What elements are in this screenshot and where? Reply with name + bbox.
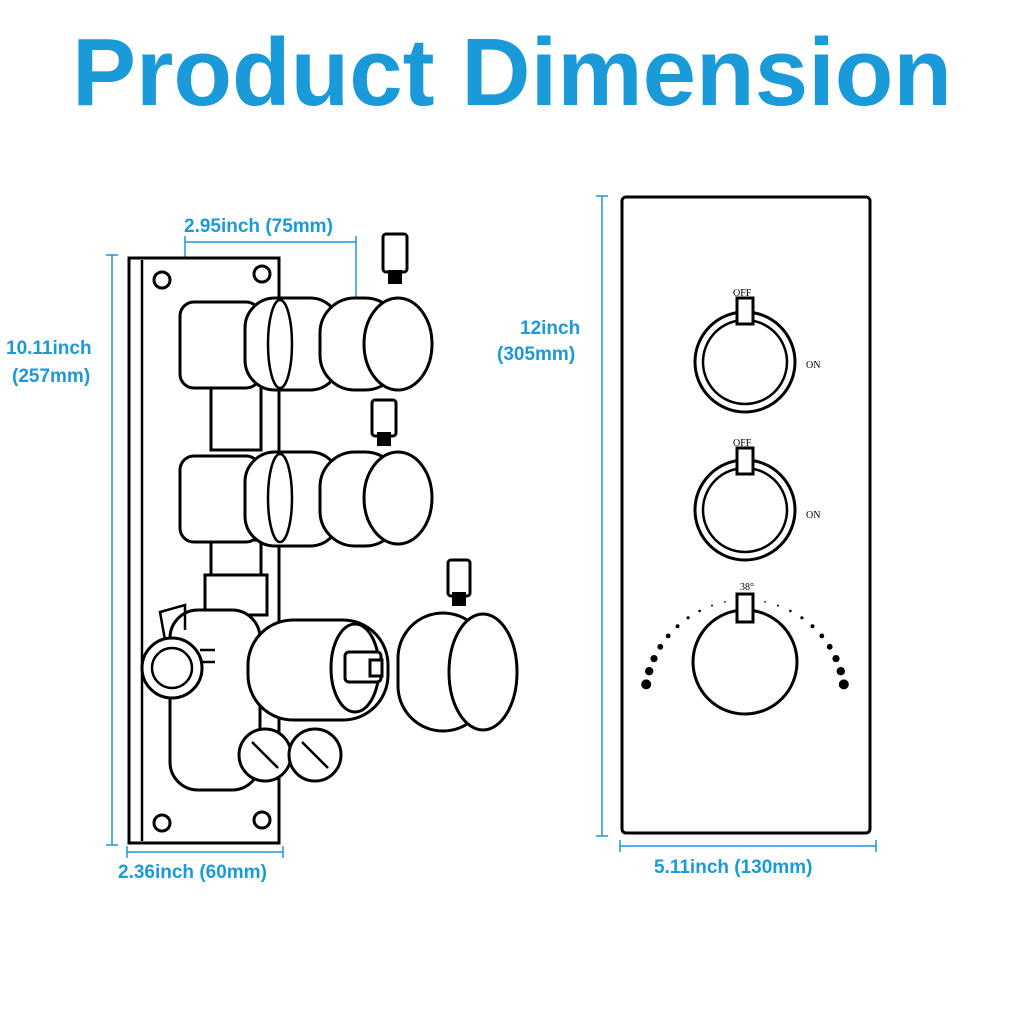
plate-height-label-line1: 12inch — [520, 318, 581, 339]
thermostat-knob — [396, 611, 519, 733]
mounting-hole-icon — [152, 813, 172, 833]
scale-dot — [650, 655, 658, 663]
plate-height-dimension-line — [596, 195, 608, 837]
plate-width-label: 5.11inch (130mm) — [654, 857, 813, 878]
valve-depth-label: 2.36inch (60mm) — [118, 862, 267, 883]
mounting-hole-icon — [252, 810, 272, 830]
scale-dot — [686, 616, 690, 620]
valve-height-label-line2: (257mm) — [12, 366, 91, 387]
valve-width-label: 2.95inch (75mm) — [184, 216, 333, 237]
scale-dot — [826, 643, 833, 650]
valve-height-label-line1: 10.11inch — [6, 338, 92, 359]
upper-diverter-cartridge — [178, 296, 434, 392]
scale-dot — [645, 667, 654, 676]
scale-dot — [819, 633, 825, 639]
middle-screw-cap — [370, 398, 398, 446]
scale-dot — [675, 624, 680, 629]
scale-dot — [764, 601, 766, 603]
knob1-off-label: OFF — [733, 288, 752, 299]
plate-width-dimension-line — [619, 840, 877, 852]
scale-dot — [836, 667, 845, 676]
scale-dot — [711, 604, 713, 607]
knob2-on-label: ON — [806, 510, 820, 521]
middle-diverter-cartridge — [178, 450, 434, 548]
valve-depth-dimension-line — [126, 846, 284, 858]
knob2-off-label: OFF — [733, 438, 752, 449]
scale-dot — [800, 616, 804, 620]
cover-plate: OFF ON OFF ON 38° — [620, 195, 872, 835]
scale-dot — [810, 624, 815, 629]
thermostat-control-knob: 38° — [641, 582, 849, 716]
scale-dot — [724, 601, 726, 603]
scale-dot — [641, 679, 652, 690]
valve-body — [127, 232, 519, 845]
mounting-hole-icon — [152, 270, 172, 290]
diverter-knob-2: OFF ON — [693, 438, 820, 562]
temperature-scale-dots — [641, 601, 849, 690]
page-title: Product Dimension — [71, 19, 953, 126]
thermostatic-valve-body — [140, 603, 390, 792]
knob1-on-label: ON — [806, 360, 820, 371]
upper-screw-cap — [381, 232, 409, 284]
valve-height-dimension-line — [106, 254, 118, 846]
scale-dot — [698, 609, 701, 613]
plate-height-label-line2: (305mm) — [497, 344, 576, 365]
mounting-hole-icon — [252, 264, 272, 284]
scale-dot — [832, 655, 840, 663]
scale-dot — [665, 633, 671, 639]
scale-dot — [657, 643, 664, 650]
scale-dot — [838, 679, 849, 690]
temperature-label: 38° — [740, 582, 754, 593]
scale-dot — [789, 609, 792, 613]
lower-screw-cap — [446, 558, 472, 606]
diverter-knob-1: OFF ON — [693, 288, 820, 414]
scale-dot — [777, 604, 779, 607]
